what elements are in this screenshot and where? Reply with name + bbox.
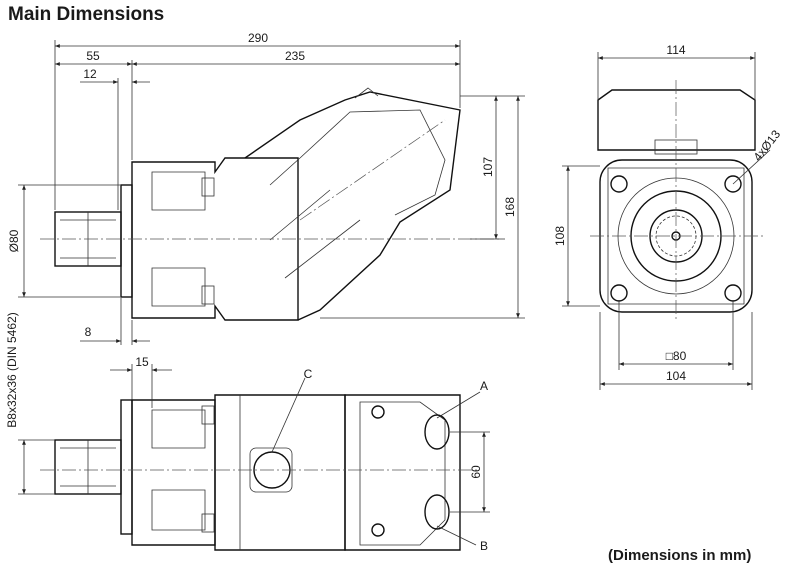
- dim-114-label: 114: [666, 43, 685, 57]
- dim-60-label: 60: [469, 465, 483, 479]
- port-b-label: B: [480, 539, 488, 553]
- side-view-dimensions: 290 55 235 12 Ø80 8 107 168: [7, 31, 525, 345]
- front-view: [590, 80, 771, 320]
- dim-12-label: 12: [83, 67, 97, 81]
- mounting-flange: [120, 184, 133, 298]
- top-housing: [597, 89, 756, 151]
- front-view-dimensions: 114 4xØ13 108 □80 104: [553, 43, 783, 390]
- shaft-spec-label: B8x32x36 (DIN 5462): [5, 312, 19, 427]
- dim-235-label: 235: [285, 49, 305, 63]
- bolt-hole-tl: [610, 175, 628, 193]
- side-view: [40, 87, 500, 321]
- hole-leader: [732, 149, 771, 185]
- port-a-label: A: [480, 379, 488, 393]
- bolt-hole-br: [724, 284, 742, 302]
- dim-104-label: 104: [666, 369, 686, 383]
- angled-housing: [244, 91, 461, 321]
- top-view-dimensions: 15 B8x32x36 (DIN 5462) 60 C A B: [5, 312, 490, 553]
- bolt-hole-tr: [724, 175, 742, 193]
- main-housing-top: [214, 394, 346, 551]
- port-c-label: C: [304, 367, 313, 381]
- page-title: Main Dimensions: [8, 4, 165, 25]
- dim-107-label: 107: [481, 157, 495, 177]
- top-view: [40, 377, 481, 551]
- bolt-hole-bl: [610, 284, 628, 302]
- port-b: [424, 494, 450, 530]
- dim-80-square-label: □80: [666, 349, 687, 363]
- port-block: [344, 394, 461, 551]
- dim-108-label: 108: [553, 226, 567, 246]
- dim-8-label: 8: [85, 325, 92, 339]
- units-note: (Dimensions in mm): [608, 547, 752, 564]
- port-a: [424, 414, 450, 450]
- dim-pilot-label: Ø80: [7, 229, 21, 252]
- dim-15-label: 15: [135, 355, 149, 369]
- dim-290-label: 290: [248, 31, 268, 45]
- dim-168-label: 168: [503, 197, 517, 217]
- dim-55-label: 55: [86, 49, 100, 63]
